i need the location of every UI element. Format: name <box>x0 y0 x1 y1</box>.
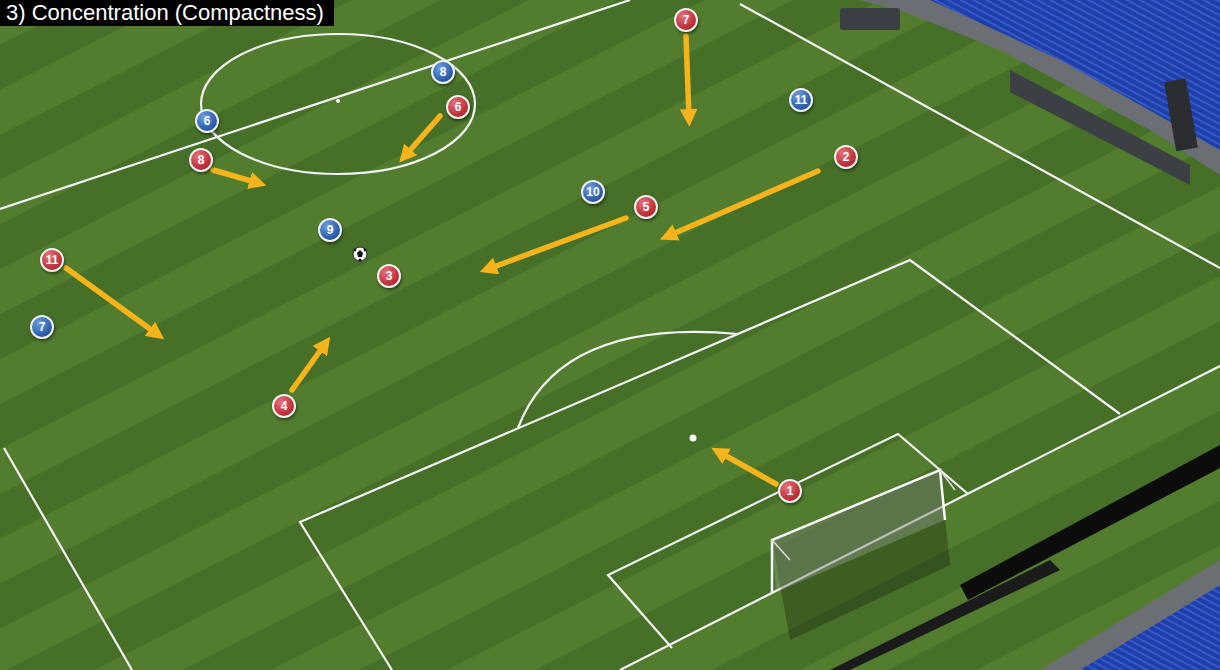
goal <box>772 470 955 640</box>
player-number: 10 <box>586 186 599 198</box>
player-marker: 11 <box>789 88 813 112</box>
player-marker: 3 <box>377 264 401 288</box>
player-number: 4 <box>281 400 288 412</box>
player-number: 7 <box>39 321 46 333</box>
player-marker: 11 <box>40 248 64 272</box>
player-number: 1 <box>787 485 794 497</box>
player-number: 6 <box>204 115 211 127</box>
player-marker: 6 <box>195 109 219 133</box>
player-marker: 7 <box>674 8 698 32</box>
player-marker: 8 <box>189 148 213 172</box>
player-number: 2 <box>843 151 850 163</box>
player-number: 5 <box>643 201 650 213</box>
player-marker: 7 <box>30 315 54 339</box>
player-marker: 1 <box>778 479 802 503</box>
tunnel <box>1164 78 1198 151</box>
player-marker: 6 <box>446 95 470 119</box>
player-number: 8 <box>198 154 205 166</box>
seats <box>1080 585 1220 670</box>
centre-spot <box>336 99 340 103</box>
ad-board <box>960 445 1220 600</box>
stand <box>1040 560 1220 670</box>
player-number: 9 <box>327 224 334 236</box>
player-number: 11 <box>46 254 59 266</box>
slide-title: 3) Concentration (Compactness) <box>0 0 334 26</box>
dugout <box>840 8 900 30</box>
player-marker: 10 <box>581 180 605 204</box>
player-marker: 2 <box>834 145 858 169</box>
player-marker: 8 <box>431 60 455 84</box>
player-marker: 9 <box>318 218 342 242</box>
football <box>353 247 367 261</box>
player-number: 6 <box>455 101 462 113</box>
movement-arrows <box>66 36 818 484</box>
ball <box>690 435 697 442</box>
player-number: 3 <box>386 270 393 282</box>
player-number: 8 <box>440 66 447 78</box>
player-number: 11 <box>795 94 808 106</box>
player-marker: 4 <box>272 394 296 418</box>
player-marker: 5 <box>634 195 658 219</box>
player-number: 7 <box>683 14 690 26</box>
